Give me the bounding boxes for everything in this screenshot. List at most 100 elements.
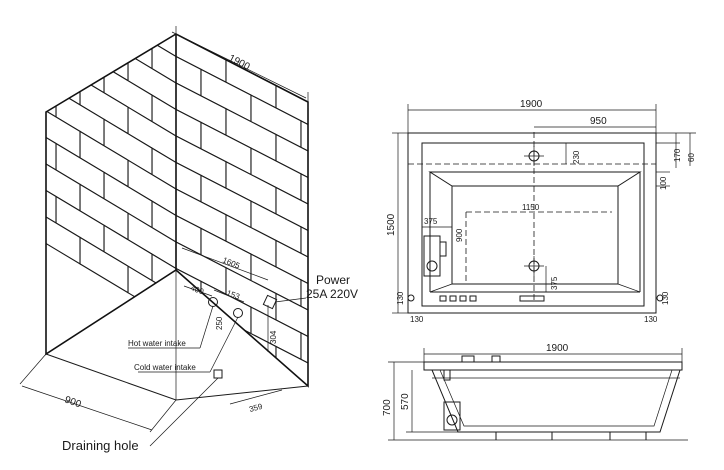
- side-fitting-2: [491, 355, 501, 363]
- floor-edge: [45, 353, 309, 401]
- control-panel-bar: [519, 295, 545, 302]
- dim-250-label: 250: [215, 316, 224, 330]
- plan-inner-rim: [421, 142, 645, 307]
- dim-304-label: 304: [269, 330, 278, 344]
- brick: [300, 225, 308, 281]
- plan-view: 1900 950 230 170 60 100 1500 375 1150 90…: [386, 99, 696, 324]
- power-spec: 25A 220V: [306, 287, 358, 301]
- brick: [46, 166, 57, 224]
- side-tub-body: [431, 369, 681, 433]
- brick: [80, 0, 128, 28]
- control-button-2: [449, 295, 457, 302]
- brick: [275, 80, 308, 135]
- side-dim-1900-label: 1900: [546, 343, 569, 354]
- dim-359-label: 359: [248, 402, 264, 414]
- side-dim-570-label: 570: [400, 393, 411, 410]
- brick: [0, 127, 32, 182]
- brick: [0, 139, 8, 194]
- plan-dim-950-label: 950: [590, 116, 607, 127]
- brick: [8, 0, 56, 11]
- isometric-view: 1900 900 1605 400 153 250 304 359 Hot wa…: [0, 0, 401, 470]
- brick: [326, 319, 376, 371]
- plan-dim-130-b: 130: [410, 315, 424, 324]
- brick: [55, 34, 105, 41]
- plan-dim-130-a: 130: [396, 291, 405, 305]
- brick: [326, 213, 376, 265]
- plan-dim-375-left-label: 375: [424, 217, 438, 226]
- plan-dim-375-drain-label: 375: [550, 276, 559, 290]
- plan-dim-170-label: 170: [673, 148, 682, 162]
- cold-water-label: Cold water intake: [134, 363, 196, 372]
- brick: [275, 133, 308, 188]
- plan-dim-1500-label: 1500: [386, 213, 397, 236]
- brick: [200, 333, 252, 386]
- brick: [276, 400, 326, 452]
- plan-basin: [451, 185, 619, 285]
- brick: [351, 412, 401, 464]
- brick: [46, 101, 81, 159]
- control-button-1: [439, 295, 447, 302]
- brick: [351, 147, 401, 199]
- brick: [326, 372, 376, 424]
- brick: [300, 384, 308, 386]
- brick: [103, 34, 153, 70]
- plan-dim-1900-label: 1900: [520, 99, 543, 110]
- plan-outer-rim: [407, 132, 657, 314]
- brick: [275, 186, 308, 241]
- brick: [326, 425, 376, 470]
- brick: [46, 60, 57, 118]
- hot-water-label: Hot water intake: [128, 339, 186, 348]
- side-dim-700-label: 700: [382, 399, 393, 416]
- drain-hole-icon: [213, 369, 223, 379]
- brick: [300, 331, 308, 386]
- plan-dim-1150-label: 1150: [522, 203, 540, 212]
- side-view: 1900 700 570: [382, 343, 688, 441]
- side-pump-icon: [443, 401, 461, 431]
- brick: [46, 113, 57, 171]
- plan-dim-900-label: 900: [455, 228, 464, 242]
- dim-400-label: 400: [189, 283, 205, 296]
- control-button-4: [469, 295, 477, 302]
- brick: [46, 34, 57, 65]
- brick: [351, 359, 401, 411]
- brick: [0, 86, 8, 141]
- brick: [0, 74, 32, 129]
- brick: [275, 292, 308, 347]
- plan-dim-100-label: 100: [659, 176, 668, 190]
- dim-1605-line: [181, 247, 269, 281]
- brick: [300, 278, 308, 334]
- plan-dim-230-label: 230: [572, 150, 581, 164]
- plan-dim-130-c: 130: [644, 315, 658, 324]
- dim-900-label: 900: [63, 394, 83, 410]
- control-button-3: [459, 295, 467, 302]
- plan-dim-130-d: 130: [661, 291, 670, 305]
- plan-dim-60-label: 60: [687, 153, 696, 162]
- power-label: Power: [316, 273, 350, 287]
- dim-1900-line: [171, 31, 307, 99]
- brick: [300, 172, 308, 228]
- dim-153-label: 153: [225, 288, 241, 301]
- pump-icon: [423, 235, 441, 277]
- brick: [326, 107, 376, 159]
- brick: [0, 180, 32, 235]
- brick: [46, 34, 81, 53]
- side-rim: [423, 361, 683, 371]
- brick: [326, 160, 376, 212]
- brick: [0, 0, 32, 23]
- brick: [300, 119, 308, 175]
- side-fitting-1: [461, 355, 475, 363]
- power-socket-icon: [262, 294, 278, 310]
- brick: [55, 36, 105, 94]
- brick: [225, 372, 277, 386]
- brick: [0, 0, 8, 35]
- brick: [46, 207, 81, 265]
- brick: [0, 33, 8, 88]
- brick: [351, 306, 401, 358]
- dim-900-line: [21, 385, 153, 431]
- brick: [351, 253, 401, 305]
- brick: [0, 21, 32, 76]
- plan-basin-top: [428, 171, 642, 187]
- brick: [127, 34, 176, 58]
- draining-hole-label: Draining hole: [62, 438, 139, 453]
